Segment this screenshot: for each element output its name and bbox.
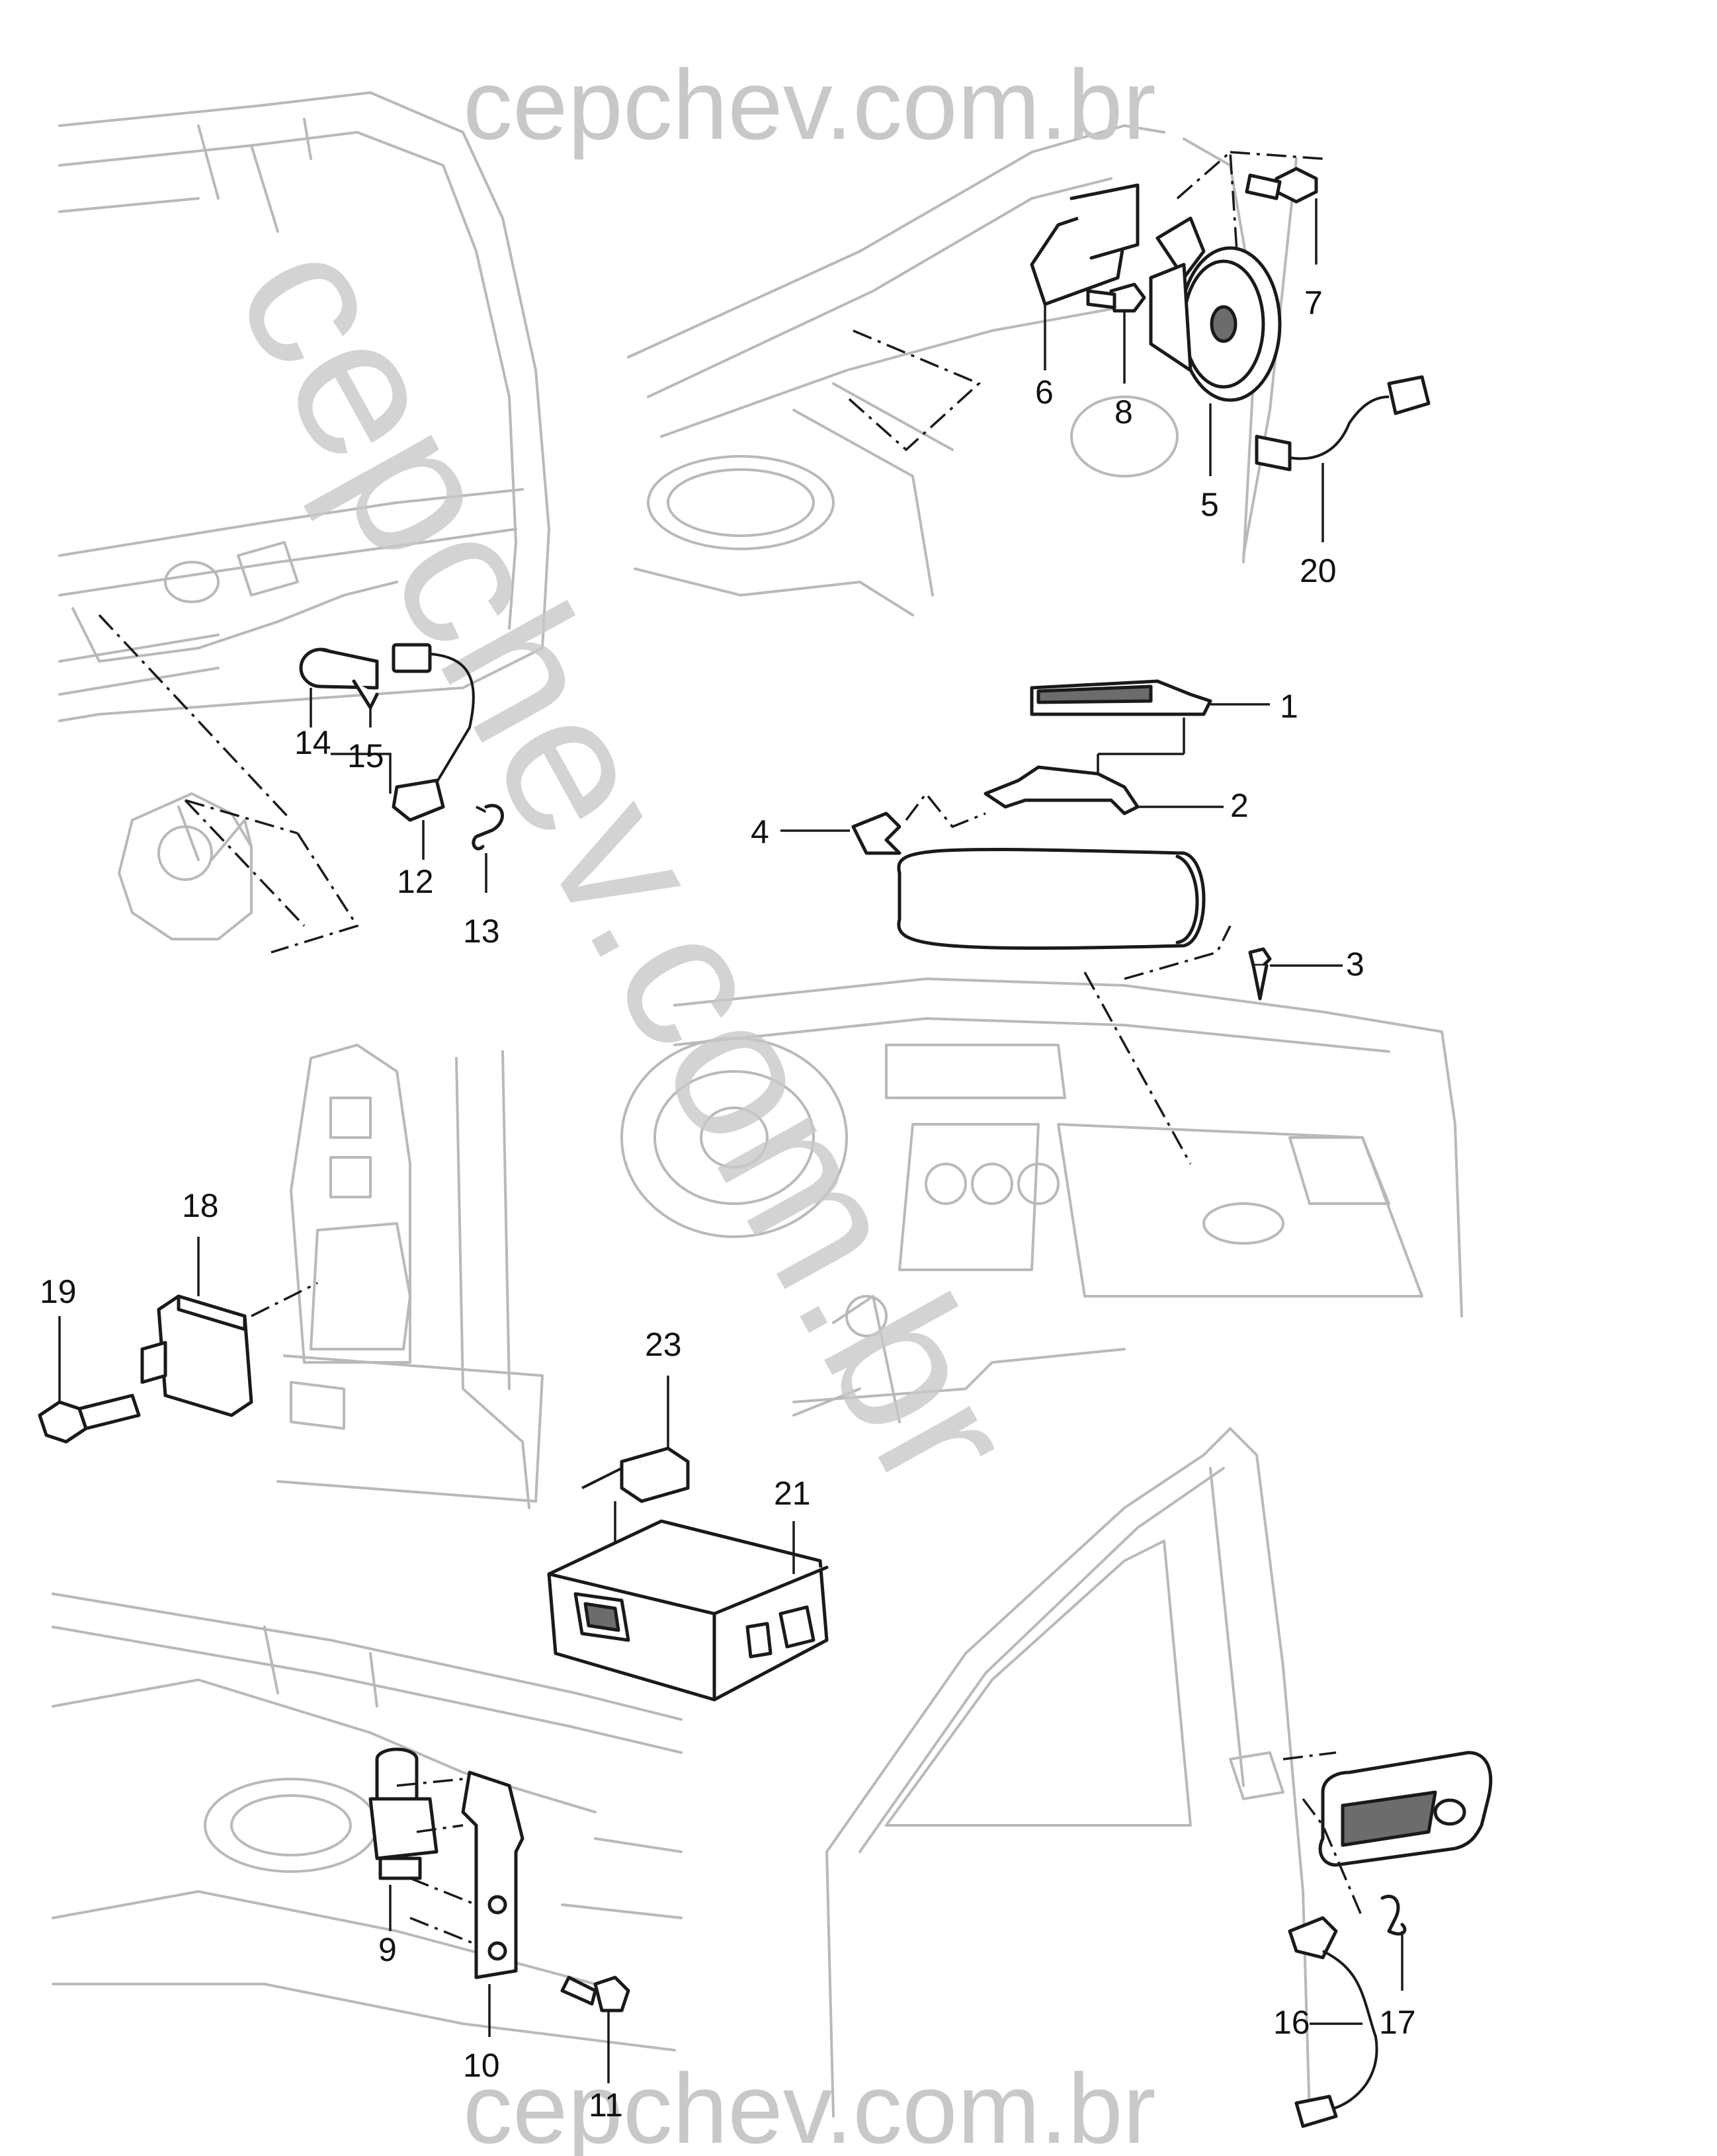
callout-14: 14 [294,724,331,761]
door-handle-assembly [1282,1751,1493,2128]
callout-10: 10 [463,2047,500,2084]
connector-23 [620,1446,690,1503]
trunk-switch-assembly [368,1747,630,2083]
door-clip-17 [1380,1894,1407,1936]
engine-bay-background [627,124,1298,616]
bracket-10 [461,1770,524,1979]
door-background [825,1427,1311,2118]
module-18-assembly [38,1237,318,1444]
callout-5: 5 [1200,486,1219,523]
tailgate-wire-connector [392,643,432,673]
callout-labels: 1 2 3 4 5 6 7 8 9 10 11 12 13 14 15 16 1… [40,284,1416,2124]
b-pillar-background [276,1044,544,1509]
horn-bolt-7 [1275,167,1318,204]
callout-6: 6 [1035,374,1054,411]
callout-16: 16 [1273,2004,1310,2041]
callout-20: 20 [1300,552,1337,589]
callout-7: 7 [1304,284,1323,321]
airbag-module [897,847,1206,950]
tailgate-switch-assembly [98,614,504,954]
airbag-bracket-2 [984,765,1140,815]
callout-4: 4 [751,813,769,850]
callout-3: 3 [1346,946,1364,983]
watermark-bottom: cepchev.com.br [463,2053,1156,2156]
door-switch-16 [1288,1916,1338,1960]
callout-17: 17 [1379,2004,1416,2041]
horn-connector-20a [1387,375,1431,415]
callout-11: 11 [589,2087,623,2124]
airbag-clip-4 [851,811,901,855]
dashboard-background [620,977,1463,1423]
horn-assembly [845,149,1431,542]
callout-8: 8 [1114,394,1133,431]
callout-13: 13 [463,913,500,950]
passenger-airbag-assembly [780,679,1343,1165]
callout-23: 23 [645,1326,682,1363]
tailgate-opening-background [58,91,550,940]
callout-21: 21 [774,1475,811,1512]
airbag-bolt-3 [1248,947,1272,968]
callout-12: 12 [397,863,434,900]
callout-15: 15 [347,737,384,774]
callout-1: 1 [1280,688,1298,725]
tailgate-switch-12 [392,778,445,822]
callout-2: 2 [1230,787,1249,824]
horn-connector-20b [1255,435,1292,472]
watermark-top: cepchev.com.br [463,49,1156,160]
tailgate-clip-13 [472,804,504,850]
screw-11 [593,1975,630,2012]
callout-19: 19 [40,1273,77,1310]
callout-9: 9 [378,1931,397,1968]
callout-18: 18 [182,1187,219,1224]
airbag-control-assembly [547,1376,829,1702]
